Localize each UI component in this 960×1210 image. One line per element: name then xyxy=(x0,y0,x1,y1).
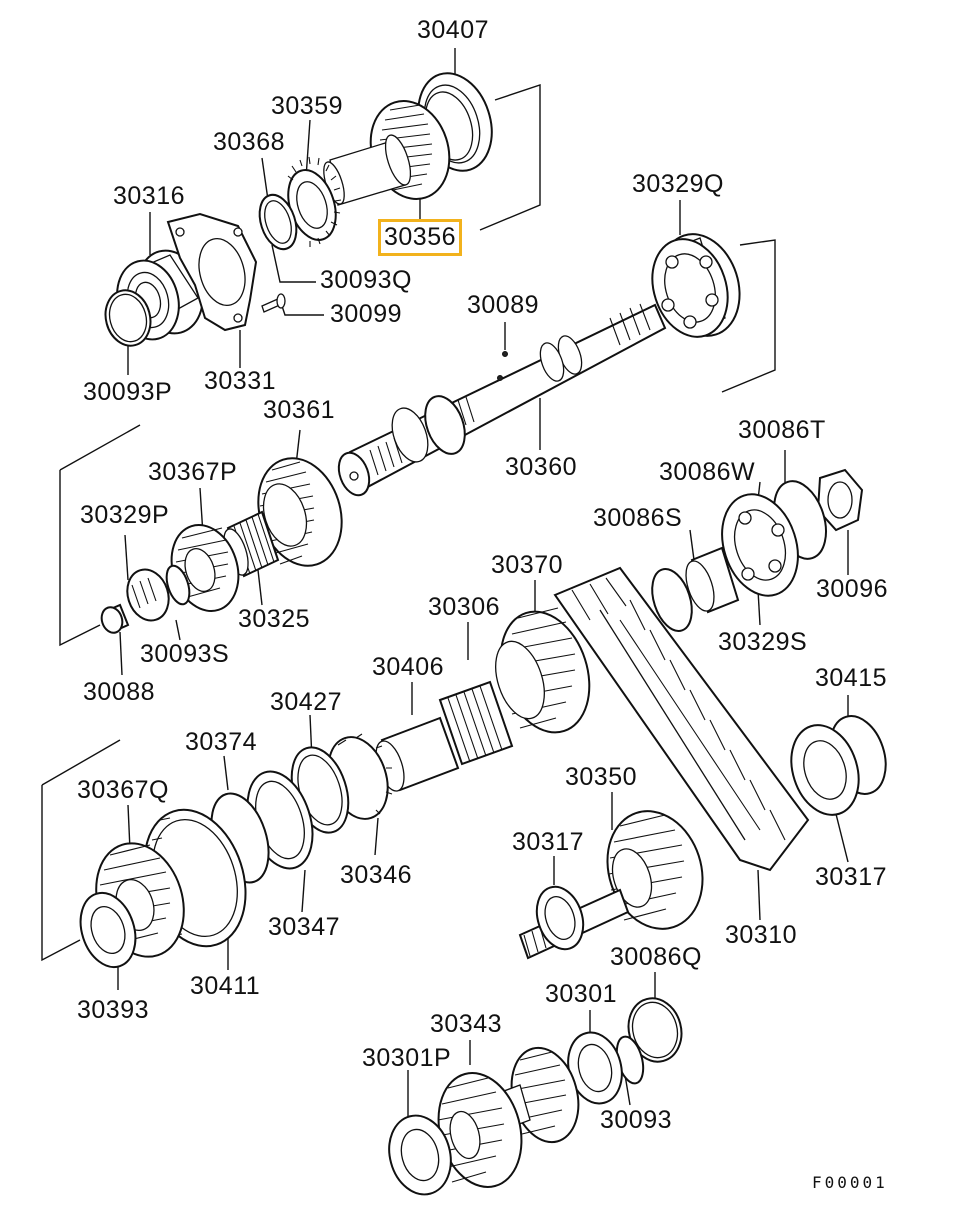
bearing-30415 xyxy=(780,709,895,824)
sprocket-30370 xyxy=(486,600,604,744)
part-label-30306[interactable]: 30306 xyxy=(428,593,501,621)
part-label-30099[interactable]: 30099 xyxy=(330,300,403,328)
part-label-30356-highlighted[interactable]: 30356 xyxy=(377,219,463,256)
bearing-30329S xyxy=(710,484,811,605)
part-label-30329S[interactable]: 30329S xyxy=(718,628,808,656)
needle-bearing-30325 xyxy=(219,512,278,578)
part-label-30086Q[interactable]: 30086Q xyxy=(610,943,702,971)
washer-30086S xyxy=(645,564,699,636)
figure-code: F00001 xyxy=(812,1173,888,1192)
part-label-30411[interactable]: 30411 xyxy=(190,972,261,1000)
part-label-30407[interactable]: 30407 xyxy=(417,16,490,44)
part-label-30361[interactable]: 30361 xyxy=(263,396,336,424)
bearing-30301P xyxy=(381,1109,460,1202)
part-label-30325[interactable]: 30325 xyxy=(238,605,311,633)
part-label-30301[interactable]: 30301 xyxy=(545,980,618,1008)
part-label-30406[interactable]: 30406 xyxy=(372,653,445,681)
part-label-30331[interactable]: 30331 xyxy=(204,367,277,395)
part-label-30343[interactable]: 30343 xyxy=(430,1010,503,1038)
sleeve-30347 xyxy=(236,763,324,877)
main-shaft-30360 xyxy=(333,304,665,499)
plug-30088 xyxy=(98,605,128,636)
part-label-30346[interactable]: 30346 xyxy=(340,861,413,889)
bearing-30329Q xyxy=(640,224,752,347)
part-label-30415[interactable]: 30415 xyxy=(815,664,888,692)
ring-30093S xyxy=(162,563,193,607)
part-label-30317-bearing[interactable]: 30317 xyxy=(815,863,888,891)
part-label-30316[interactable]: 30316 xyxy=(113,182,186,210)
snap-ring-30368 xyxy=(253,190,303,254)
part-label-30329Q[interactable]: 30329Q xyxy=(632,170,724,198)
part-label-30093S[interactable]: 30093S xyxy=(140,640,230,668)
ring-30393 xyxy=(72,886,145,974)
spline-ring-30359 xyxy=(280,157,344,247)
spacer-30086W xyxy=(681,548,738,614)
part-label-30374[interactable]: 30374 xyxy=(185,728,258,756)
part-label-30367Q[interactable]: 30367Q xyxy=(77,776,169,804)
part-label-30367P[interactable]: 30367P xyxy=(148,458,238,486)
gear-30361 xyxy=(245,447,355,576)
part-label-30093P[interactable]: 30093P xyxy=(83,378,173,406)
part-label-30096[interactable]: 30096 xyxy=(816,575,889,603)
part-label-30360[interactable]: 30360 xyxy=(505,453,578,481)
part-label-30317-shaft[interactable]: 30317 xyxy=(512,828,585,856)
drive-chain-30310 xyxy=(555,568,808,870)
ring-30086Q xyxy=(622,992,689,1067)
part-label-30427[interactable]: 30427 xyxy=(270,688,343,716)
part-label-30093[interactable]: 30093 xyxy=(600,1106,673,1134)
nut-30096 xyxy=(818,470,862,530)
part-label-30359[interactable]: 30359 xyxy=(271,92,344,120)
shaft-30317 xyxy=(520,881,628,958)
part-label-30368[interactable]: 30368 xyxy=(213,128,286,156)
part-label-30086W[interactable]: 30086W xyxy=(659,458,756,486)
part-label-30086T[interactable]: 30086T xyxy=(738,416,826,444)
sprocket-30350 xyxy=(593,799,718,942)
ring-30093P xyxy=(100,285,157,350)
part-label-30086S[interactable]: 30086S xyxy=(593,504,683,532)
part-label-30393[interactable]: 30393 xyxy=(77,996,150,1024)
part-label-30310[interactable]: 30310 xyxy=(725,921,798,949)
bolt-30099 xyxy=(262,294,285,312)
gear-30356 xyxy=(320,91,462,210)
bearing-30329P xyxy=(121,564,175,626)
retainer-30331 xyxy=(168,214,256,330)
part-label-30088[interactable]: 30088 xyxy=(83,678,156,706)
part-label-30093Q[interactable]: 30093Q xyxy=(320,266,412,294)
part-label-30089[interactable]: 30089 xyxy=(467,291,540,319)
part-label-30347[interactable]: 30347 xyxy=(268,913,341,941)
part-label-30329P[interactable]: 30329P xyxy=(80,501,170,529)
part-label-30301P[interactable]: 30301P xyxy=(362,1044,452,1072)
cluster-gear-30343 xyxy=(426,1040,588,1196)
part-label-30370[interactable]: 30370 xyxy=(491,551,564,579)
part-label-30350[interactable]: 30350 xyxy=(565,763,638,791)
needle-bearing-30306 xyxy=(440,682,512,764)
